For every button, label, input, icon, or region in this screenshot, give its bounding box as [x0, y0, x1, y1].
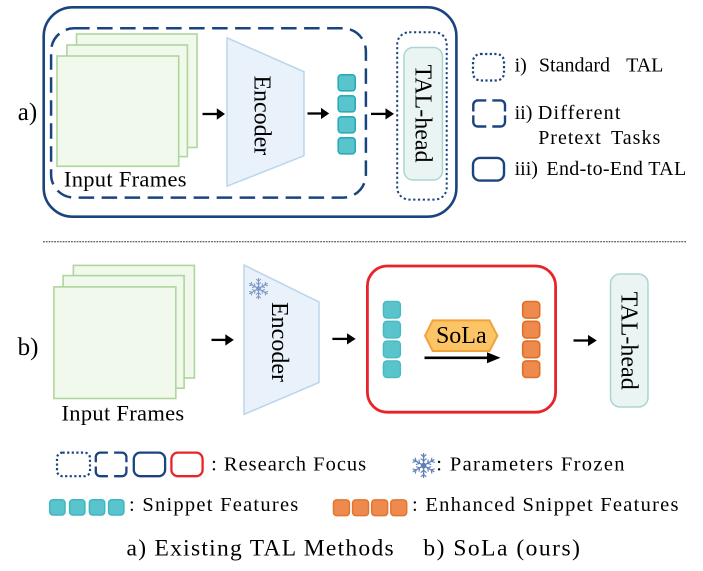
svg-text:a) Existing TAL Methods: a) Existing TAL Methods	[127, 535, 395, 561]
svg-text:b) SoLa (ours): b) SoLa (ours)	[423, 535, 581, 561]
svg-text:Different: Different	[538, 102, 622, 124]
svg-text:Standard TAL: Standard TAL	[539, 54, 664, 76]
svg-text:iii): iii)	[515, 158, 538, 180]
svg-text:: Research Focus: : Research Focus	[211, 454, 367, 476]
svg-text:End-to-End TAL: End-to-End TAL	[546, 158, 686, 180]
svg-text:Pretext Tasks: Pretext Tasks	[538, 127, 661, 149]
svg-text:: Enhanced Snippet Features: : Enhanced Snippet Features	[412, 494, 680, 516]
svg-text:: Snippet Features: : Snippet Features	[129, 494, 300, 516]
svg-text:TAL-head: TAL-head	[410, 64, 436, 162]
svg-text:b): b)	[18, 334, 39, 361]
svg-text:Input Frames: Input Frames	[64, 167, 187, 192]
svg-text:a): a)	[18, 99, 37, 126]
svg-text:SoLa: SoLa	[436, 323, 487, 349]
svg-text:Encoder: Encoder	[248, 75, 274, 155]
svg-text:: Parameters Frozen: : Parameters Frozen	[436, 454, 626, 476]
svg-text:Input Frames: Input Frames	[62, 401, 185, 426]
svg-text:ii): ii)	[515, 102, 533, 124]
svg-text:TAL-head: TAL-head	[615, 292, 641, 390]
svg-text:i): i)	[515, 54, 527, 76]
svg-text:Encoder: Encoder	[266, 302, 292, 382]
